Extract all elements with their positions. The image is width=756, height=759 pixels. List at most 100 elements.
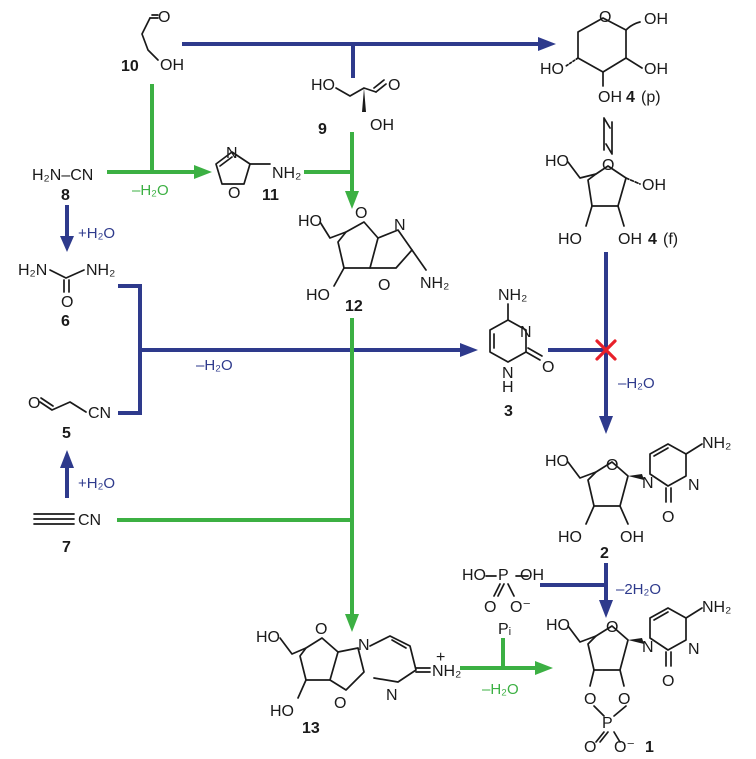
compound-number: 12	[345, 298, 363, 315]
atom-nh2: NH₂	[498, 287, 527, 304]
compound-13: HO O N O N NH₂ + HO 13	[256, 621, 461, 737]
condition-3-4f-to-2: –H₂O	[618, 375, 655, 392]
compound-6: H₂N NH₂ O 6	[18, 262, 115, 330]
atom-ho: HO	[311, 77, 335, 94]
phosphate-reagent: HO P OH O O⁻ Pᵢ	[462, 567, 544, 638]
condition-8-to-11: –H₂O	[132, 182, 169, 199]
atom-nh2: NH₂	[86, 262, 115, 279]
atom-oh: OH	[620, 529, 644, 546]
compound-number: 3	[504, 403, 513, 420]
atom-nh2: NH₂	[702, 435, 731, 452]
atom-nh2: NH₂	[702, 599, 731, 616]
atom-cn: CN	[78, 512, 101, 529]
compound-11: N O NH₂ 11	[215, 145, 301, 204]
arrowhead-5	[60, 450, 74, 468]
atom-n: N	[502, 365, 514, 382]
atom-o: O	[334, 695, 346, 712]
atom-o: O	[599, 9, 611, 26]
atom-ho: HO	[298, 213, 322, 230]
atom-n: N	[688, 641, 700, 658]
compound-5: O CN 5	[28, 395, 111, 442]
atom-o: O	[61, 294, 73, 311]
atom-o: O	[606, 457, 618, 474]
atom-o-minus: O⁻	[510, 599, 531, 616]
compound-number: 1	[645, 739, 654, 756]
compound-2: HO O N NH₂ N O HO OH 2	[545, 435, 731, 562]
atom-o: O	[315, 621, 327, 638]
condition-8-to-6: +H₂O	[78, 225, 115, 242]
compound-10: O OH 10	[121, 9, 184, 75]
atom-p: P	[602, 715, 613, 732]
atom-n: N	[394, 217, 406, 234]
compound-number: 6	[61, 313, 70, 330]
arrowhead-11	[194, 165, 212, 179]
compound-number: 8	[61, 187, 70, 204]
atom-ho: HO	[462, 567, 486, 584]
compound-number: 4	[626, 89, 635, 106]
atom-ho: HO	[540, 61, 564, 78]
arrowhead-2	[599, 416, 613, 434]
pi-label: Pᵢ	[498, 621, 511, 638]
atom-ho: HO	[545, 453, 569, 470]
atom-p: P	[498, 567, 509, 584]
atom-n: N	[642, 639, 654, 656]
compound-4-pyranose: O OH OH HO OH 4 (p)	[540, 9, 668, 106]
compound-8: H₂N–CN 8	[32, 167, 93, 204]
atom-oh: OH	[370, 117, 394, 134]
atom-n: N	[386, 687, 398, 704]
arrowhead-6	[60, 236, 74, 252]
atom-oh: OH	[520, 567, 544, 584]
atom-o: O	[584, 739, 596, 756]
atom-o-minus: O⁻	[614, 739, 635, 756]
atom-ho: HO	[546, 617, 570, 634]
bracket-6-5	[118, 284, 142, 415]
compound-12: HO O N O NH₂ HO 12	[298, 205, 449, 315]
atom-o: O	[662, 673, 674, 690]
compound-9: HO O OH 9	[311, 77, 400, 138]
atom-o: O	[542, 359, 554, 376]
atom-ho: HO	[256, 629, 280, 646]
compound-1: HO O N NH₂ N O O O P O O⁻ 1	[546, 599, 731, 756]
atom-oh: OH	[598, 89, 622, 106]
compound-number: 5	[62, 425, 71, 442]
atom-o: O	[158, 9, 170, 26]
atom-o: O	[228, 185, 240, 202]
arrowhead-4p	[538, 37, 556, 51]
condition-2-to-1: –2H₂O	[616, 581, 661, 598]
form-label: (p)	[641, 89, 661, 106]
atom-h: H	[502, 379, 514, 396]
compound-number: 10	[121, 58, 139, 75]
atom-cn: CN	[88, 405, 111, 422]
arrowhead-12	[345, 191, 359, 209]
atom-n: N	[688, 477, 700, 494]
atom-n: N	[358, 637, 370, 654]
atom-o: O	[28, 395, 40, 412]
atom-o: O	[484, 599, 496, 616]
atom-oh: OH	[160, 57, 184, 74]
compound-number: 4	[648, 231, 657, 248]
condition-13-to-1: –H₂O	[482, 681, 519, 698]
atom-ho: HO	[545, 153, 569, 170]
formula: H₂N–CN	[32, 167, 93, 184]
compound-number: 13	[302, 720, 320, 737]
atom-h2n: H₂N	[18, 262, 47, 279]
atom-n: N	[520, 324, 532, 341]
blue-pathway	[60, 37, 613, 618]
atom-o: O	[606, 619, 618, 636]
atom-o: O	[355, 205, 367, 222]
atom-oh: OH	[644, 61, 668, 78]
atom-o: O	[602, 157, 614, 174]
compound-number: 2	[600, 545, 609, 562]
arrowhead-13	[345, 614, 359, 632]
compound-number: 11	[262, 187, 279, 204]
equilibrium-arrows	[603, 117, 613, 155]
condition-6-5-to-3: –H₂O	[196, 357, 233, 374]
atom-n: N	[642, 475, 654, 492]
atom-o: O	[388, 77, 400, 94]
compound-number: 7	[62, 539, 71, 556]
compound-3: NH₂ N N H O 3	[489, 287, 554, 420]
atom-ho: HO	[270, 703, 294, 720]
atom-oh: OH	[642, 177, 666, 194]
atom-o: O	[618, 691, 630, 708]
